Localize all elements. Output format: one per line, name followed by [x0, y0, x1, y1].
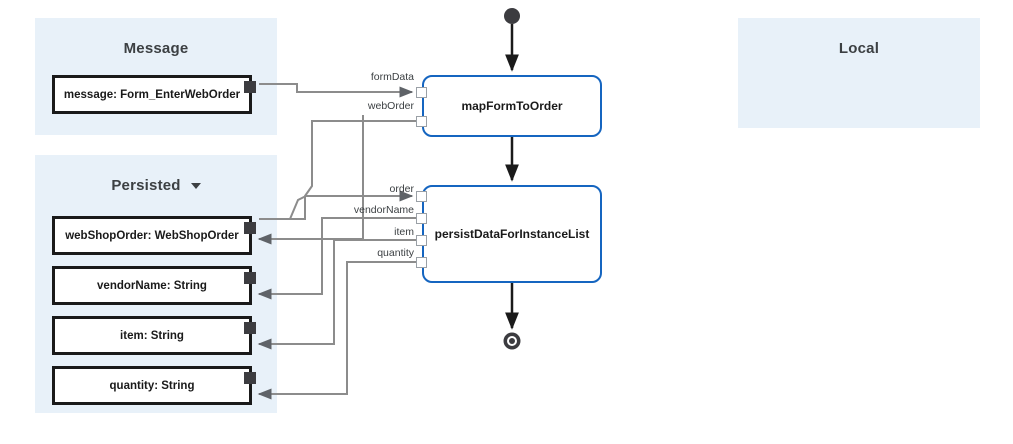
port-item[interactable]	[416, 235, 427, 246]
data-box-vendorname-label: vendorName: String	[97, 279, 207, 292]
port-label-order: order	[389, 183, 414, 195]
node-persistdataforinstancelist[interactable]: persistDataForInstanceList	[422, 185, 602, 283]
scope-title-local: Local	[738, 40, 980, 57]
port-label-vendorname: vendorName	[353, 204, 414, 216]
port-formdata[interactable]	[416, 87, 427, 98]
scope-title-persisted-text: Persisted	[111, 177, 181, 194]
data-box-item-output-port[interactable]	[244, 322, 256, 334]
end-event-inner-dot	[509, 338, 515, 344]
data-box-quantity-output-port[interactable]	[244, 372, 256, 384]
data-box-webshoporder[interactable]: webShopOrder: WebShopOrder	[52, 216, 256, 255]
chevron-down-icon[interactable]	[190, 183, 201, 190]
scope-title-message-text: Message	[123, 40, 189, 57]
end-event-icon[interactable]	[503, 332, 521, 350]
port-label-item: item	[394, 226, 414, 238]
data-box-message-label: message: Form_EnterWebOrder	[63, 88, 241, 101]
start-event-icon[interactable]	[504, 8, 520, 24]
data-box-quantity[interactable]: quantity: String	[52, 366, 256, 405]
data-box-quantity-label: quantity: String	[109, 379, 195, 392]
data-box-message[interactable]: message: Form_EnterWebOrder	[52, 75, 256, 114]
end-event-inner-ring	[507, 336, 517, 346]
data-box-item[interactable]: item: String	[52, 316, 256, 355]
scope-title-persisted: Persisted	[35, 177, 277, 194]
node-mapformtoorder[interactable]: mapFormToOrder	[422, 75, 602, 137]
data-box-item-label: item: String	[120, 329, 184, 342]
node-persistdataforinstancelist-label: persistDataForInstanceList	[434, 227, 590, 241]
port-order[interactable]	[416, 191, 427, 202]
data-box-vendorname[interactable]: vendorName: String	[52, 266, 256, 305]
wire-message-to-formdata	[259, 83, 414, 98]
scope-title-message: Message	[35, 40, 277, 57]
port-vendorname[interactable]	[416, 213, 427, 224]
wire-quantity	[257, 261, 416, 400]
port-label-formdata: formData	[370, 71, 414, 83]
data-box-message-output-port[interactable]	[244, 81, 256, 93]
port-label-weborder: webOrder	[367, 100, 414, 112]
port-weborder[interactable]	[416, 116, 427, 127]
data-box-webshoporder-output-port[interactable]	[244, 222, 256, 234]
data-box-vendorname-output-port[interactable]	[244, 272, 256, 284]
scope-title-local-text: Local	[838, 40, 880, 57]
port-quantity[interactable]	[416, 257, 427, 268]
node-mapformtoorder-label: mapFormToOrder	[461, 99, 563, 113]
data-box-webshoporder-label: webShopOrder: WebShopOrder	[65, 229, 239, 242]
scope-panel-local[interactable]: Local	[738, 18, 980, 128]
port-label-quantity: quantity	[377, 247, 414, 259]
